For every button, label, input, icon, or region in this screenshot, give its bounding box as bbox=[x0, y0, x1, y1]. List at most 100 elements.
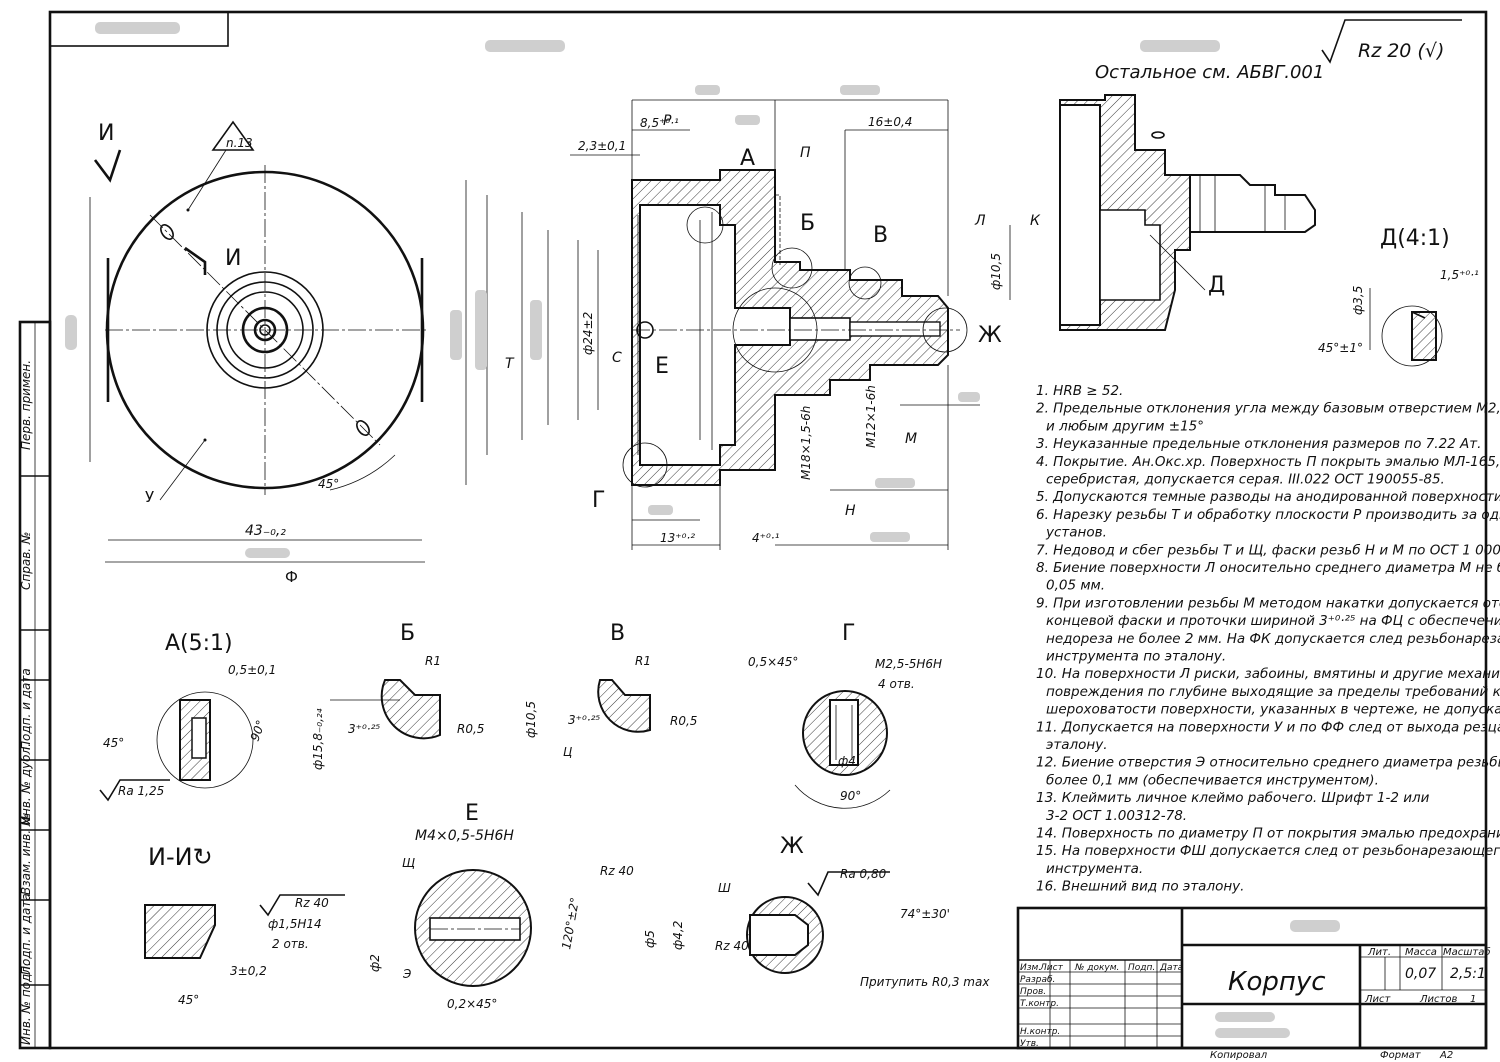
svg-text:90°: 90° bbox=[840, 789, 861, 803]
svg-text:0,5±0,1: 0,5±0,1 bbox=[228, 663, 276, 677]
svg-text:Е: Е bbox=[655, 354, 669, 379]
note-line: и любым другим ±15° bbox=[1046, 418, 1204, 434]
svg-text:Ф: Ф bbox=[285, 568, 298, 586]
svg-text:Rz 40: Rz 40 bbox=[295, 896, 329, 910]
part-name: Корпус bbox=[1228, 967, 1326, 997]
note-line: 4. Покрытие. Ан.Окс.хр. Поверхность П по… bbox=[1036, 454, 1500, 470]
svg-text:120°±2°: 120°±2° bbox=[559, 896, 582, 950]
note-line: 14. Поверхность по диаметру П от покрыти… bbox=[1036, 826, 1500, 842]
note-line: 6. Нарезку резьбы Т и обработку плоскост… bbox=[1036, 507, 1500, 523]
note-line: установ. bbox=[1045, 525, 1107, 541]
rest-note: Остальное см. АБВГ.001 bbox=[1095, 62, 1324, 83]
note-line: 1. HRB ≥ 52. bbox=[1036, 383, 1123, 399]
svg-text:ф1,5Н14: ф1,5Н14 bbox=[268, 917, 322, 931]
dim-text: М12×1-6h bbox=[864, 385, 878, 448]
dim-text: 13⁺⁰·² bbox=[660, 531, 695, 545]
svg-text:n.13: n.13 bbox=[226, 136, 253, 150]
svg-text:R0,5: R0,5 bbox=[457, 722, 484, 736]
dim-text: 2,3±0,1 bbox=[578, 139, 626, 153]
svg-text:0,5×45°: 0,5×45° bbox=[748, 655, 798, 669]
sidebar-label: Инв. № дубл. bbox=[19, 743, 33, 825]
svg-text:М: М bbox=[905, 431, 917, 447]
svg-text:ф4: ф4 bbox=[838, 754, 856, 768]
svg-text:И: И bbox=[225, 246, 241, 271]
svg-text:Ж: Ж bbox=[780, 834, 804, 859]
svg-text:R1: R1 bbox=[635, 654, 651, 668]
mass-value: 0,07 bbox=[1405, 966, 1436, 982]
svg-text:Ц: Ц bbox=[563, 745, 572, 759]
svg-text:0,2×45°: 0,2×45° bbox=[447, 997, 497, 1011]
detail-a: А(5:1) 0,5±0,1 45° 90° Ra 1,25 bbox=[99, 631, 276, 802]
svg-text:Лист: Лист bbox=[1364, 994, 1392, 1005]
detail-d-label: Д(4:1) bbox=[1380, 226, 1450, 251]
note-line: недореза не более 2 мм. На ФК допускаетс… bbox=[1046, 631, 1500, 647]
svg-text:Т: Т bbox=[505, 356, 515, 372]
svg-text:R0,5: R0,5 bbox=[670, 714, 697, 728]
note-line: серебристая, допускается серая. III.022 … bbox=[1046, 472, 1445, 488]
sidebar-label: Справ. № bbox=[19, 532, 33, 590]
note-line: 0,05 мм. bbox=[1046, 578, 1105, 594]
svg-text:Пров.: Пров. bbox=[1020, 987, 1046, 997]
svg-text:Н.контр.: Н.контр. bbox=[1020, 1027, 1060, 1037]
svg-text:Масштаб: Масштаб bbox=[1443, 946, 1491, 958]
detail-e: Е М4×0,5-5Н6Н Rz 40 120°±2° ф2 0,2×45° Щ… bbox=[368, 801, 634, 1011]
note-line: 3. Неуказанные предельные отклонения раз… bbox=[1036, 436, 1481, 452]
svg-text:Подп.: Подп. bbox=[1128, 963, 1155, 973]
note-line: 7. Недовод и сбег резьбы Т и Щ, фаски ре… bbox=[1036, 542, 1500, 558]
svg-text:45°: 45° bbox=[178, 993, 199, 1007]
dim-text: 16±0,4 bbox=[868, 115, 912, 129]
svg-text:Утв.: Утв. bbox=[1020, 1039, 1039, 1049]
svg-text:Г: Г bbox=[592, 488, 605, 513]
svg-text:ф10,5: ф10,5 bbox=[524, 701, 538, 738]
detail-zh: Ж Ra 0,80 74°±30' ф5 ф4,2 Rz 40 Притупит… bbox=[643, 834, 990, 989]
svg-text:45°: 45° bbox=[103, 736, 124, 750]
svg-text:И: И bbox=[98, 121, 114, 146]
svg-text:В: В bbox=[873, 223, 888, 248]
note-line: шероховатости поверхности, указанных в ч… bbox=[1046, 702, 1500, 718]
svg-text:Rz 40: Rz 40 bbox=[715, 939, 749, 953]
svg-text:Изм.: Изм. bbox=[1020, 963, 1041, 973]
svg-text:М2,5-5Н6Н: М2,5-5Н6Н bbox=[875, 657, 942, 671]
svg-text:Б: Б bbox=[800, 211, 815, 236]
svg-text:Формат: Формат bbox=[1380, 1050, 1422, 1061]
svg-text:У: У bbox=[145, 488, 154, 506]
main-section: А Б В Е Ж Г Р П Л К М Н С Т 8,5⁺⁰·¹ 16±0… bbox=[450, 85, 1041, 550]
svg-text:С: С bbox=[612, 350, 622, 366]
dim-text: ф3,5 bbox=[1351, 286, 1365, 315]
svg-text:4 отв.: 4 отв. bbox=[878, 677, 915, 691]
svg-text:Rz 20 (√): Rz 20 (√) bbox=[1358, 40, 1444, 62]
svg-text:Листов: Листов bbox=[1419, 994, 1457, 1005]
svg-text:Притупить R0,3 max: Притупить R0,3 max bbox=[860, 975, 990, 989]
svg-text:Лист: Лист bbox=[1039, 963, 1064, 973]
svg-text:Г: Г bbox=[842, 621, 855, 646]
technical-notes: 1. HRB ≥ 52.2. Предельные отклонения угл… bbox=[1036, 383, 1500, 895]
svg-text:ф4,2: ф4,2 bbox=[671, 921, 685, 950]
svg-text:Д: Д bbox=[1208, 273, 1225, 298]
svg-text:ф5: ф5 bbox=[643, 930, 657, 948]
svg-text:Ra 0,80: Ra 0,80 bbox=[840, 867, 887, 881]
roughness-symbol: Rz 20 (√) bbox=[1321, 19, 1462, 64]
note-line: 9. При изготовлении резьбы М методом нак… bbox=[1036, 595, 1500, 611]
note-line: 8. Биение поверхности Л оносительно сред… bbox=[1036, 560, 1500, 576]
svg-text:П: П bbox=[800, 145, 811, 161]
dim-text: 1,5⁺⁰·¹ bbox=[1440, 268, 1479, 282]
sidebar-label: Подп. и дата bbox=[19, 893, 33, 975]
sidebar: Перв. примен. Справ. № Подп. и дата Инв.… bbox=[18, 320, 52, 1050]
detail-b: Б R1 3⁺⁰·²⁵ R0,5 ф15,8₋₀,₂₄ bbox=[311, 621, 484, 770]
dim-text: М18×1,5-6h bbox=[799, 406, 813, 480]
svg-text:М4×0,5-5Н6Н: М4×0,5-5Н6Н bbox=[415, 828, 514, 844]
svg-text:R1: R1 bbox=[425, 654, 441, 668]
note-line: концевой фаски и проточки шириной 3⁺⁰·²⁵… bbox=[1046, 613, 1500, 629]
svg-text:ф15,8₋₀,₂₄: ф15,8₋₀,₂₄ bbox=[311, 708, 325, 770]
note-line: 5. Допускаются темные разводы на анодиро… bbox=[1036, 489, 1500, 505]
svg-text:Rz 40: Rz 40 bbox=[600, 864, 634, 878]
dim-text: 4⁺⁰·¹ bbox=[752, 531, 780, 545]
detail-ii: И-И↻ Rz 40 ф1,5Н14 2 отв. 3±0,2 45° bbox=[144, 843, 345, 1007]
svg-text:90°: 90° bbox=[248, 718, 268, 743]
svg-text:А(5:1): А(5:1) bbox=[165, 631, 233, 656]
note-line: 16. Внешний вид по эталону. bbox=[1036, 879, 1244, 895]
dim-text: 45°±1° bbox=[1318, 341, 1363, 355]
svg-text:Копировал: Копировал bbox=[1210, 1050, 1268, 1061]
detail-v: В R1 3⁺⁰·²⁵ R0,5 ф10,5 Ц bbox=[524, 621, 697, 759]
svg-text:1: 1 bbox=[1470, 994, 1476, 1005]
